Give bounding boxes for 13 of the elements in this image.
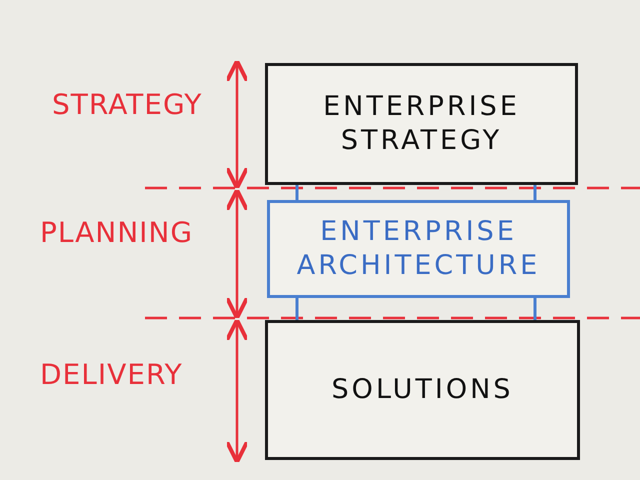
connector-link	[534, 298, 536, 320]
process-box	[265, 320, 580, 460]
box-title: ENTERPRISE ARCHITECTURE	[296, 215, 542, 283]
layer-label: STRATEGY	[52, 88, 202, 121]
layer-label: DELIVERY	[40, 358, 183, 391]
connector-link	[296, 185, 298, 200]
box-title: ENTERPRISE STRATEGY	[322, 90, 521, 158]
connector-link	[296, 298, 298, 320]
connector-link	[534, 185, 536, 200]
layer-label: PLANNING	[40, 216, 194, 249]
process-box	[265, 63, 578, 185]
box-title: SOLUTIONS	[332, 373, 514, 407]
process-box	[267, 200, 570, 298]
